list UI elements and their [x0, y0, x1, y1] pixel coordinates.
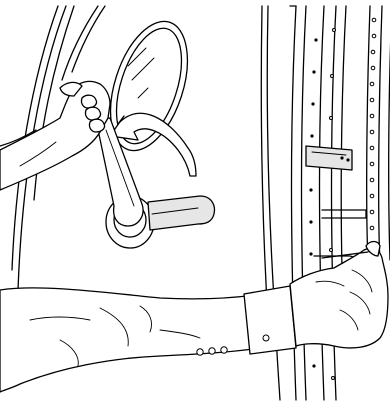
- shirt-cuff: [244, 286, 296, 354]
- left-hand-on-handle: [0, 81, 110, 190]
- right-arm-sleeve: [0, 286, 296, 392]
- right-hand-gripping-frame: [290, 242, 388, 348]
- sleeve: [0, 288, 272, 392]
- door-arm-latch: [306, 146, 366, 260]
- right-hand: [290, 248, 388, 348]
